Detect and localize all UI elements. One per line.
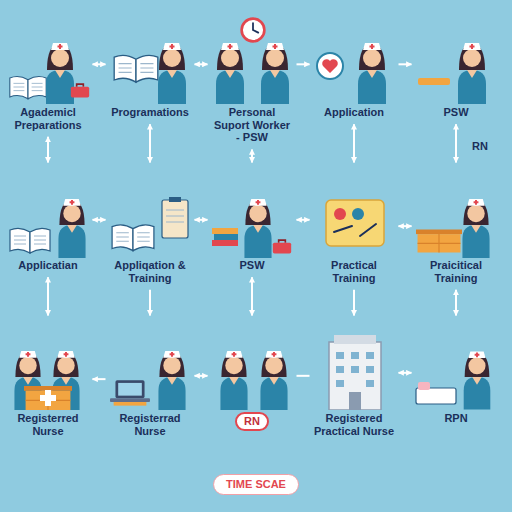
- station-node: Praicitical Training: [413, 164, 499, 288]
- book-stack: [212, 228, 238, 234]
- nurse-figure: [261, 43, 289, 104]
- station-node: PSW: [413, 6, 499, 123]
- desk: [416, 230, 462, 253]
- flow-arrow: [297, 63, 310, 65]
- flow-arrow: [455, 290, 457, 316]
- nurse-figure: [220, 351, 247, 410]
- station-caption: Applicatian: [7, 259, 89, 272]
- station-node: Registerrad Nurse: [107, 317, 193, 441]
- nurse-figure: [158, 351, 185, 410]
- station-caption: PSW: [415, 106, 497, 119]
- monitor-circle: [317, 53, 343, 79]
- flow-arrow: [251, 149, 253, 162]
- medical-cross: [40, 390, 56, 406]
- station-node: Registered Practical Nurse: [311, 317, 397, 441]
- tool-dot: [352, 208, 364, 220]
- station-caption: PSW: [211, 259, 293, 272]
- station-caption: Practical Training: [313, 259, 395, 284]
- hospital-building: [329, 335, 381, 410]
- station-node: RN: [209, 317, 295, 435]
- tool-lines: [334, 224, 376, 236]
- flow-arrow: [149, 124, 151, 162]
- nurse-figure: [158, 43, 186, 104]
- nurse-figure: [260, 351, 287, 410]
- sign-text: RN: [235, 412, 269, 431]
- station-node: Application: [311, 6, 397, 123]
- nurse-figure: [58, 199, 85, 258]
- bag: [273, 240, 291, 253]
- flow-arrow: [399, 372, 412, 374]
- station-node: Registerred Nurse: [5, 317, 91, 441]
- station-node: Personal Suport Worker - PSW: [209, 6, 295, 148]
- station-caption: Application: [313, 106, 395, 119]
- flow-arrow: [251, 277, 253, 315]
- station-caption: Agademicl Preparations: [7, 106, 89, 131]
- book: [10, 76, 46, 98]
- bed: [416, 388, 456, 404]
- nurse-figure: [244, 199, 271, 258]
- flow-arrow: [455, 124, 457, 162]
- flow-arrow: [195, 219, 208, 221]
- station-caption: Registered Practical Nurse: [313, 412, 395, 437]
- station-node: Programations: [107, 6, 193, 123]
- station-node: RPN: [413, 317, 499, 429]
- laptop: [110, 380, 150, 405]
- book: [112, 225, 154, 251]
- tool-board: [326, 200, 384, 246]
- book-stack: [212, 240, 238, 246]
- nurse-figure: [46, 43, 74, 104]
- station-node: Agademicl Preparations: [5, 6, 91, 135]
- station-node: PSW: [209, 164, 295, 276]
- nurse-figure: [216, 43, 244, 104]
- flow-arrow: [149, 290, 151, 316]
- station-node: Practical Training: [311, 164, 397, 288]
- nurse-figure: [464, 351, 491, 409]
- flow-arrow: [195, 63, 208, 65]
- side-label: RN: [472, 140, 488, 153]
- clipboard-clip: [169, 197, 181, 202]
- station-caption: Registerrad Nurse: [109, 412, 191, 437]
- flow-arrow: [195, 375, 208, 377]
- nurse-figure: [462, 199, 489, 258]
- flow-arrow: [47, 137, 49, 163]
- flow-arrow: [399, 225, 412, 227]
- station-caption: Programations: [109, 106, 191, 119]
- flow-arrow: [297, 375, 310, 377]
- flow-arrow: [399, 63, 412, 65]
- clipboard-lines: [166, 210, 184, 222]
- nurse-figure: [458, 43, 486, 104]
- clipboard: [162, 200, 188, 238]
- book-stack: [214, 234, 238, 240]
- flow-arrow: [353, 124, 355, 162]
- station-caption: Appliqation & Training: [109, 259, 191, 284]
- time-scale-button: TIME SCAE: [213, 474, 299, 495]
- book: [114, 55, 158, 82]
- flow-arrow: [93, 378, 106, 380]
- nurse-figure: [358, 43, 386, 104]
- book: [10, 228, 50, 253]
- station-caption: RPN: [415, 412, 497, 425]
- flow-arrow: [93, 63, 106, 65]
- tray: [418, 78, 450, 85]
- station-caption: Personal Suport Worker - PSW: [211, 106, 293, 144]
- station-node: Applicatian: [5, 164, 91, 276]
- station-node: Appliqation & Training: [107, 164, 193, 288]
- station-caption: Registerred Nurse: [7, 412, 89, 437]
- bag: [71, 84, 89, 97]
- flow-arrow: [353, 290, 355, 316]
- flow-arrow: [93, 219, 106, 221]
- pillow: [418, 382, 430, 390]
- station-caption: Praicitical Training: [415, 259, 497, 284]
- flow-arrow: [297, 219, 310, 221]
- connector-group: [48, 64, 456, 379]
- tool-dot: [334, 208, 346, 220]
- reception-desk: [24, 386, 72, 410]
- clock: [242, 19, 265, 42]
- flow-arrow: [47, 277, 49, 315]
- heart-icon: [322, 59, 338, 73]
